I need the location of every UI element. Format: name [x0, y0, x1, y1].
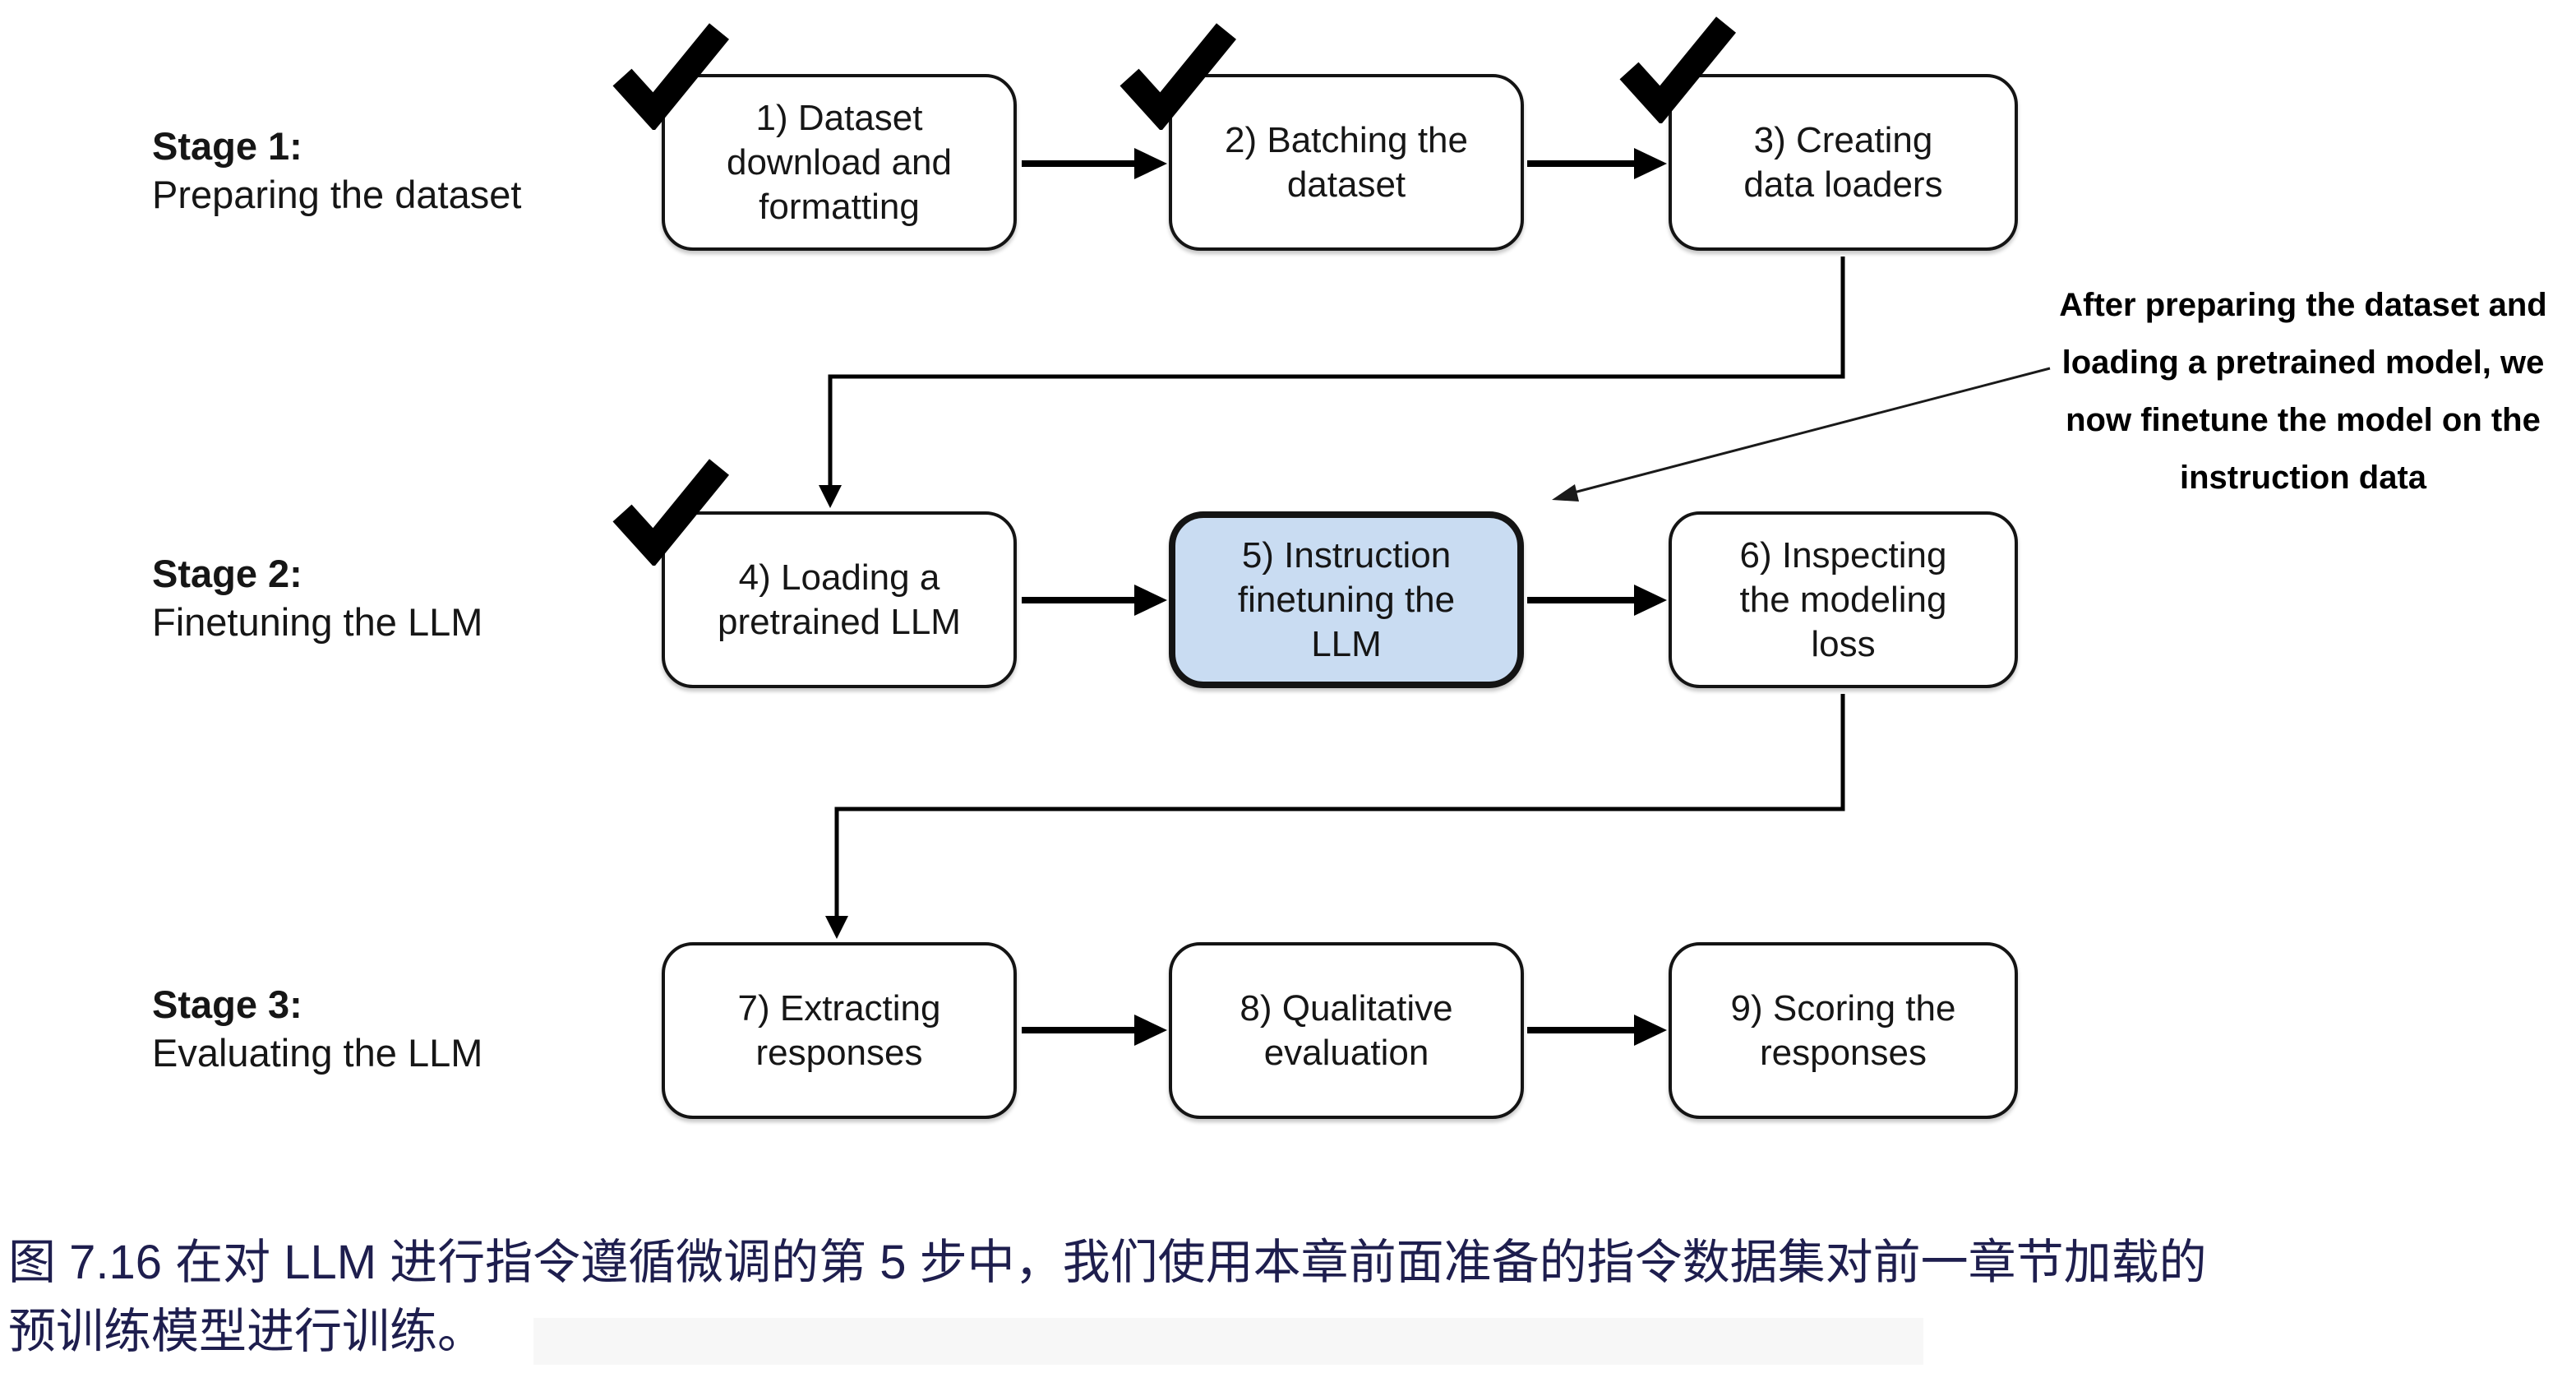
step-box-8-label: 8) Qualitative evaluation — [1240, 987, 1453, 1073]
step-box-4: 4) Loading a pretrained LLM — [662, 511, 1017, 688]
step-box-1-label: 1) Dataset download and formatting — [726, 97, 952, 227]
background-strip — [533, 1318, 1923, 1365]
figure-caption: 图 7.16 在对 LLM 进行指令遵循微调的第 5 步中，我们使用本章前面准备… — [8, 1236, 2207, 1358]
step-box-3-label: 3) Creating data loaders — [1743, 119, 1943, 205]
step-box-3: 3) Creating data loaders — [1669, 74, 2018, 251]
stage-3-subtitle: Evaluating the LLM — [152, 1031, 483, 1075]
step-box-6-label: 6) Inspecting the modeling loss — [1739, 534, 1947, 664]
stage-2-subtitle: Finetuning the LLM — [152, 600, 483, 644]
stage-3-title: Stage 3: — [152, 982, 302, 1026]
stage-3-label: Stage 3: Evaluating the LLM — [152, 980, 482, 1077]
step-box-7-label: 7) Extracting responses — [737, 987, 941, 1073]
step-box-5-label: 5) Instruction finetuning the LLM — [1237, 534, 1456, 664]
arrow-right-icon — [1022, 148, 1667, 1046]
checkmark-icon — [612, 23, 730, 130]
step-box-2: 2) Batching the dataset — [1169, 74, 1524, 251]
step-box-4-label: 4) Loading a pretrained LLM — [718, 557, 961, 642]
checkmark-icon — [612, 459, 730, 566]
elbow-connector-stage1-to-stage2 — [819, 257, 1845, 508]
stage-1-label: Stage 1: Preparing the dataset — [152, 122, 521, 219]
annotation-arrow — [1552, 367, 2051, 502]
step-box-2-label: 2) Batching the dataset — [1225, 119, 1468, 205]
step-box-7: 7) Extracting responses — [662, 942, 1017, 1119]
annotation-note: After preparing the dataset and loading … — [2059, 287, 2547, 496]
stage-1-title: Stage 1: — [152, 124, 302, 168]
step-box-5: 5) Instruction finetuning the LLM — [1169, 511, 1524, 688]
checkmark-icon — [1119, 23, 1237, 130]
step-box-1: 1) Dataset download and formatting — [662, 74, 1017, 251]
step-box-9-label: 9) Scoring the responses — [1730, 987, 1956, 1073]
step-box-9: 9) Scoring the responses — [1669, 942, 2018, 1119]
checkmark-icon — [1619, 16, 1737, 123]
elbow-connector-stage2-to-stage3 — [825, 694, 1845, 939]
stage-2-label: Stage 2: Finetuning the LLM — [152, 549, 482, 646]
stage-2-title: Stage 2: — [152, 552, 302, 595]
step-box-6: 6) Inspecting the modeling loss — [1669, 511, 2018, 688]
step-box-8: 8) Qualitative evaluation — [1169, 942, 1524, 1119]
stage-1-subtitle: Preparing the dataset — [152, 173, 522, 216]
